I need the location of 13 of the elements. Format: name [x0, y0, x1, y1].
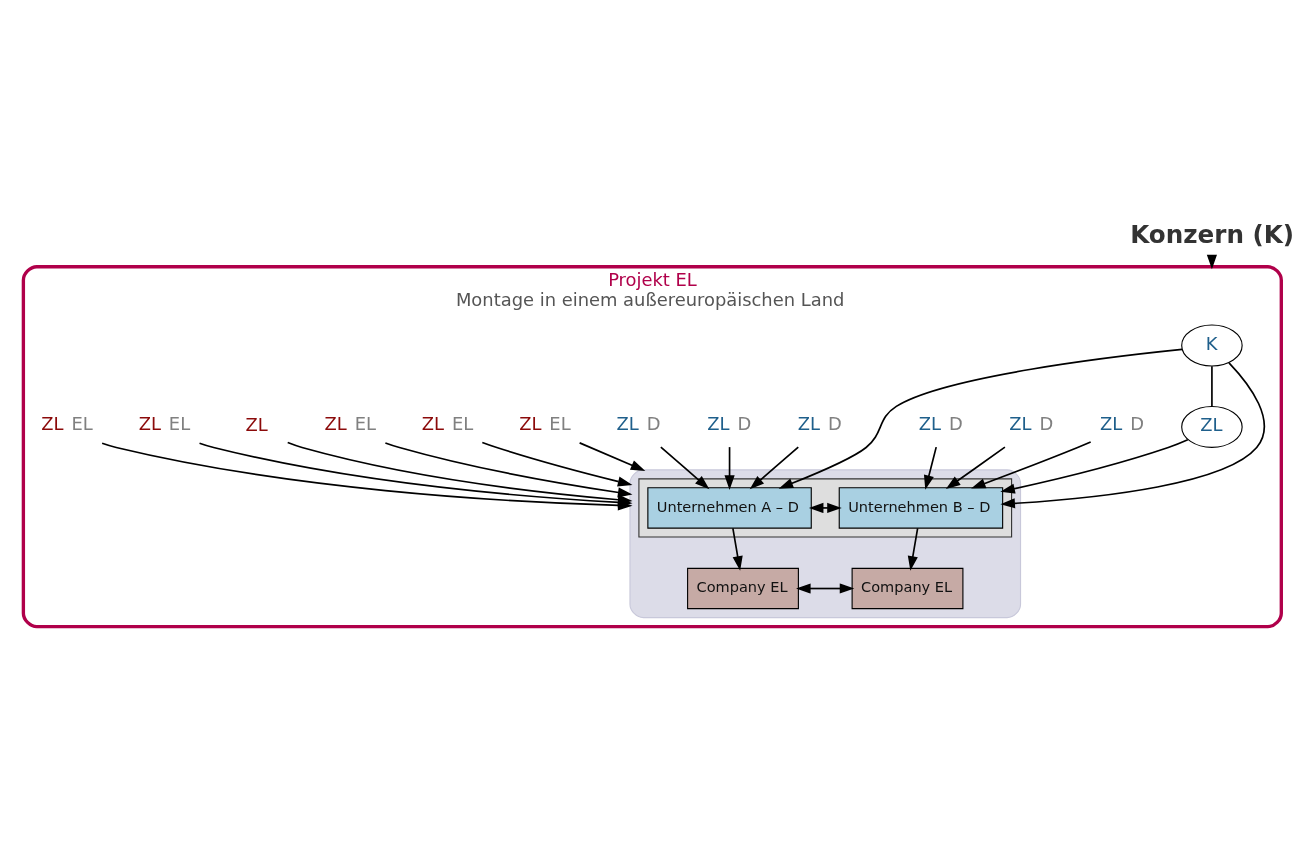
node-text: ZL EL	[421, 413, 473, 435]
node-text: ZL D	[1099, 413, 1144, 435]
node-text: ZL D	[616, 413, 661, 435]
node-text: ZL D	[706, 413, 751, 435]
node-text: ZL D	[797, 413, 842, 435]
node-text: ZL D	[918, 413, 963, 435]
node-text: ZL D	[1008, 413, 1053, 435]
node-text: ZL EL	[518, 413, 571, 435]
node-text: ZL EL	[138, 413, 190, 435]
node-text: ZL EL	[323, 413, 376, 435]
node-text: ZL EL	[40, 413, 93, 435]
node-text: Konzern (K)	[1129, 219, 1294, 249]
node-text: ZL	[245, 414, 268, 436]
